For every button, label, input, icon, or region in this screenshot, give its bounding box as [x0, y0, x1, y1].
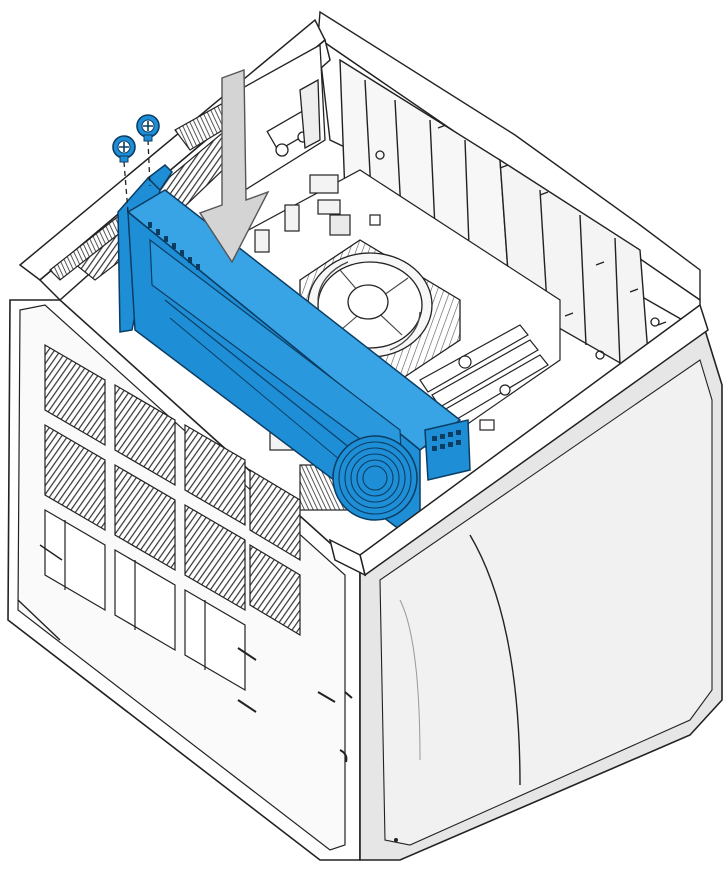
case-top-edge — [328, 303, 709, 577]
screw-icon — [136, 114, 160, 187]
down-arrow-icon — [198, 69, 270, 264]
power-supply-bracket — [229, 43, 326, 192]
screw-icon — [112, 135, 136, 213]
case-back-wall — [317, 10, 701, 382]
case-front-bezel — [359, 328, 723, 861]
memory-modules — [419, 324, 549, 431]
graphics-card — [117, 164, 471, 547]
side-panel-details — [17, 544, 353, 763]
side-panel-vents — [44, 343, 301, 692]
